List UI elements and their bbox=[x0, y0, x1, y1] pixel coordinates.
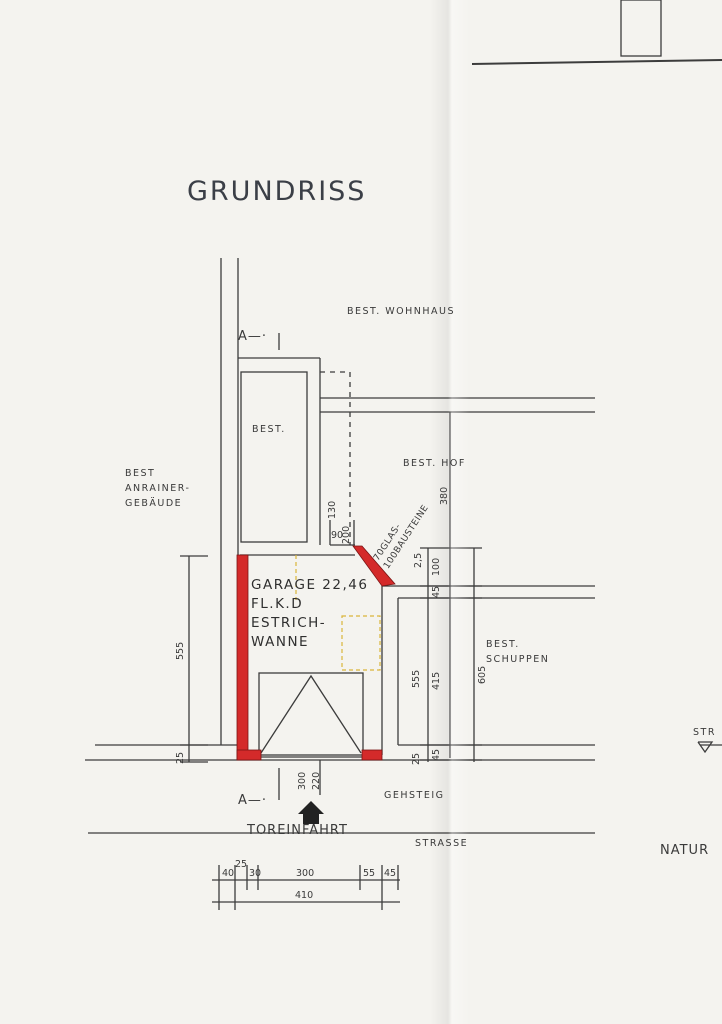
dim-40: 40 bbox=[222, 868, 235, 879]
dim-45-bottom: 45 bbox=[431, 748, 442, 761]
label-garage-area: GARAGE 22,46 bbox=[251, 577, 369, 593]
dim-555-left: 555 bbox=[175, 641, 186, 660]
yellow-markings bbox=[295, 555, 381, 671]
label-toreinfahrt: TOREINFAHRT bbox=[247, 823, 348, 838]
top-frame-fragment bbox=[620, 0, 662, 57]
dim-45: 45 bbox=[384, 868, 397, 879]
section-marker-top: A—· bbox=[238, 329, 268, 344]
label-anrainer-3: GEBÄUDE bbox=[125, 498, 183, 509]
label-natur: NATUR bbox=[660, 843, 710, 858]
dim-415: 415 bbox=[431, 671, 442, 690]
label-380: 380 bbox=[439, 486, 450, 505]
red-walls bbox=[236, 545, 396, 761]
dim-25-left: 25 bbox=[175, 751, 186, 764]
dim-25-bottom: 25 bbox=[411, 752, 422, 765]
dim-300: 300 bbox=[296, 868, 315, 879]
label-best: BEST. bbox=[252, 424, 286, 435]
dim-2-5-top: 2,5 bbox=[413, 552, 424, 568]
red-wall-bottom-left bbox=[236, 749, 262, 761]
garage-door-swing bbox=[260, 674, 362, 754]
dim-45-top: 45 bbox=[431, 585, 442, 598]
label-gehsteig: GEHSTEIG bbox=[384, 790, 445, 801]
label-anrainer-2: ANRAINER- bbox=[125, 483, 191, 494]
plan-linework bbox=[85, 0, 722, 910]
dim-300-vertical: 300 bbox=[297, 771, 308, 790]
dim-55: 55 bbox=[363, 868, 376, 879]
red-wall-left bbox=[236, 554, 249, 761]
entrance-arrow-icon bbox=[298, 801, 324, 824]
section-marker-bottom: A—· bbox=[238, 793, 268, 808]
dim-410: 410 bbox=[295, 890, 314, 901]
best-box bbox=[240, 371, 308, 543]
label-anrainer-1: BEST bbox=[125, 468, 156, 479]
label-strasse: STRASSE bbox=[415, 838, 469, 849]
dim-220-vertical: 220 bbox=[311, 771, 322, 790]
dim-555-right: 555 bbox=[411, 669, 422, 688]
dim-30: 30 bbox=[249, 868, 262, 879]
garage-door-frame bbox=[258, 672, 364, 756]
dim-605: 605 bbox=[477, 665, 488, 684]
label-schuppen-1: BEST. bbox=[486, 639, 520, 650]
red-wall-bottom-right bbox=[361, 749, 383, 761]
red-wall-diagonal bbox=[352, 545, 396, 587]
page-title: GRUNDRISS bbox=[187, 176, 367, 207]
paper-fold-shadow bbox=[430, 0, 470, 1024]
dim-100: 100 bbox=[431, 557, 442, 576]
label-garage-floor: FL.K.D bbox=[251, 596, 304, 612]
dim-200: 200 bbox=[341, 525, 352, 544]
label-wohnhaus: BEST. WOHNHAUS bbox=[347, 306, 456, 317]
label-str: STR bbox=[693, 727, 716, 738]
dim-25-bottom-chain: 25 bbox=[235, 859, 248, 870]
dim-130: 130 bbox=[327, 500, 338, 519]
dim-90: 90 bbox=[331, 530, 344, 541]
label-schuppen-2: SCHUPPEN bbox=[486, 654, 550, 665]
label-hof: BEST. HOF bbox=[403, 458, 466, 469]
label-garage-estrich: ESTRICH- bbox=[251, 615, 327, 631]
label-garage-wanne: WANNE bbox=[251, 634, 310, 650]
